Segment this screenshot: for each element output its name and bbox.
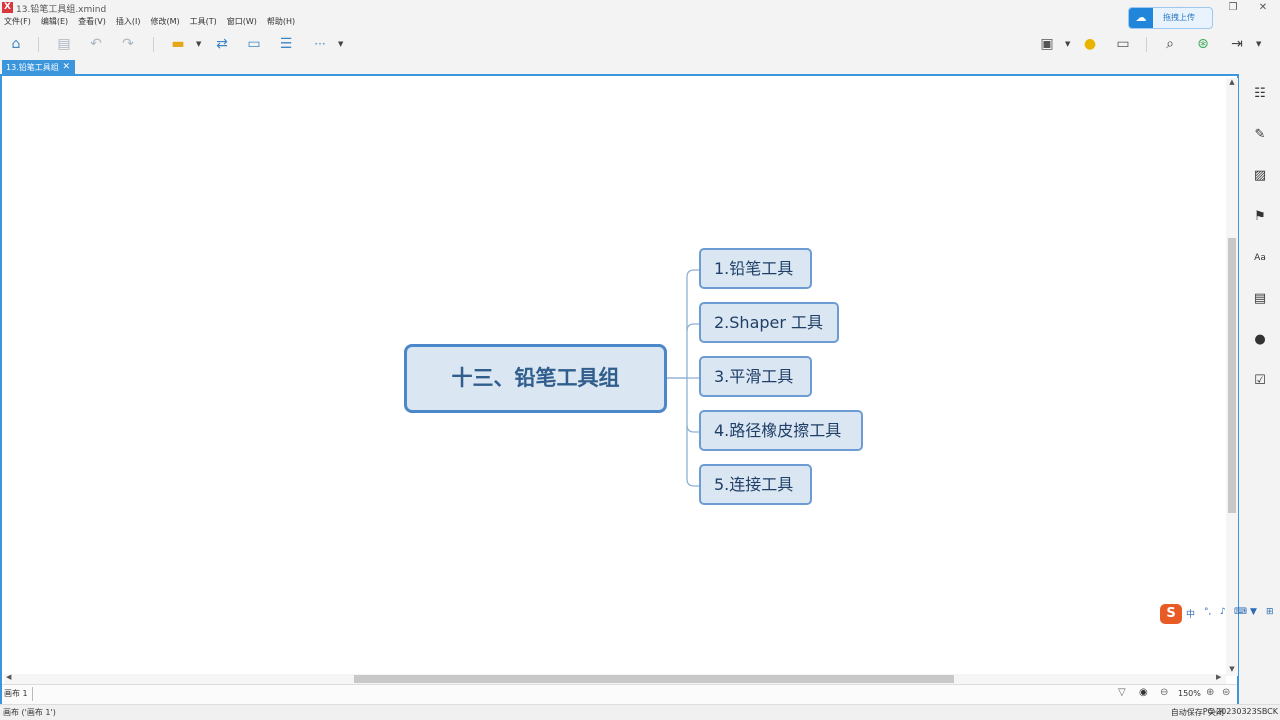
status-sheet: 画布 ('画布 1') xyxy=(3,708,56,717)
scroll-down-icon[interactable]: ▼ xyxy=(1229,665,1235,673)
apps-icon[interactable]: ⊞ xyxy=(1266,607,1274,617)
menu-bar: 文件(F) 编辑(E) 查看(V) 插入(I) 修改(M) 工具(T) 窗口(W… xyxy=(0,15,295,29)
scroll-left-icon[interactable]: ◀ xyxy=(6,673,12,681)
connector-line xyxy=(686,323,700,332)
mindmap-canvas[interactable]: 十三、铅笔工具组 1.铅笔工具 2.Shaper 工具 3.平滑工具 4.路径橡… xyxy=(0,74,1239,704)
chevron-down-icon[interactable]: ▼ xyxy=(1256,40,1262,48)
scroll-up-icon[interactable]: ▲ xyxy=(1229,78,1235,86)
menu-file[interactable]: 文件(F) xyxy=(4,17,31,26)
eye-icon[interactable]: ◉ xyxy=(1139,687,1148,698)
menu-help[interactable]: 帮助(H) xyxy=(266,17,296,26)
zoom-out-icon[interactable]: ⊖ xyxy=(1160,687,1169,698)
marker-icon[interactable]: ⚑ xyxy=(1254,209,1266,224)
brainstorm-icon[interactable]: ● xyxy=(1083,36,1097,52)
chevron-down-icon[interactable]: ▼ xyxy=(1065,40,1071,48)
window-title: 13.铅笔工具组.xmind xyxy=(16,5,107,15)
notes-icon[interactable]: ▤ xyxy=(1253,291,1267,306)
relationship-icon[interactable]: ⇄ xyxy=(216,36,228,52)
menu-tools[interactable]: 工具(T) xyxy=(189,17,217,26)
sogou-logo-icon[interactable]: S xyxy=(1160,604,1182,624)
undo-icon[interactable]: ↶ xyxy=(90,36,102,52)
horizontal-scroll-thumb[interactable] xyxy=(354,675,954,683)
ime-mode[interactable]: 中 xyxy=(1186,610,1196,620)
tab-document[interactable]: 13.铅笔工具组 ✕ xyxy=(2,60,75,75)
ime-punctuation-icon[interactable]: °, xyxy=(1204,607,1212,617)
connector-lines xyxy=(665,269,700,487)
chevron-down-icon[interactable]: ▼ xyxy=(338,40,344,48)
close-window-button[interactable]: ✕ xyxy=(1258,2,1268,13)
title-bar: X 13.铅笔工具组.xmind — ❐ ✕ xyxy=(0,0,1280,15)
vertical-scrollbar[interactable]: ▲ ▼ xyxy=(1226,78,1238,676)
central-topic[interactable]: 十三、铅笔工具组 xyxy=(404,344,667,413)
presentation-icon[interactable]: ▣ xyxy=(1040,36,1054,52)
more-icon[interactable]: ··· xyxy=(314,37,326,51)
toolbar-separator xyxy=(38,37,39,52)
image-icon[interactable]: ▨ xyxy=(1253,168,1267,183)
scroll-right-icon[interactable]: ▶ xyxy=(1216,673,1222,681)
comments-icon[interactable]: ● xyxy=(1254,332,1266,347)
document-tabs: 13.铅笔工具组 ✕ xyxy=(0,60,1280,75)
topic-join-tool[interactable]: 5.连接工具 xyxy=(699,464,812,505)
menu-insert[interactable]: 插入(I) xyxy=(115,17,141,26)
sheet-tab[interactable]: 画布 1 xyxy=(4,689,28,698)
menu-window[interactable]: 窗口(W) xyxy=(226,17,257,26)
format-icon[interactable]: ✎ xyxy=(1254,127,1266,142)
drag-upload-button[interactable]: ☁ 拖拽上传 xyxy=(1128,7,1213,29)
computer-name: PC-20230323SBCK xyxy=(1202,707,1278,716)
status-bar: 画布 ('画布 1') 自动保存: 关闭 PC-20230323SBCK xyxy=(0,704,1280,720)
horizontal-scrollbar[interactable]: ◀ ▶ xyxy=(4,673,1226,684)
connector-line xyxy=(665,269,700,379)
text-style-icon[interactable]: Aa xyxy=(1254,253,1266,263)
menu-view[interactable]: 查看(V) xyxy=(78,17,106,26)
boundary-icon[interactable]: ▭ xyxy=(247,36,261,52)
zoom-menu-icon[interactable]: ⊜ xyxy=(1222,687,1231,698)
outline-icon[interactable]: ☷ xyxy=(1254,86,1266,101)
upload-label: 拖拽上传 xyxy=(1163,13,1195,22)
share-icon[interactable]: ⊛ xyxy=(1197,36,1209,52)
zoom-in-icon[interactable]: ⊕ xyxy=(1206,687,1215,698)
search-icon[interactable]: ⌕ xyxy=(1166,36,1174,52)
microphone-icon[interactable]: ♪ xyxy=(1220,607,1226,617)
toolbar-separator xyxy=(153,37,154,52)
save-icon[interactable]: ▤ xyxy=(57,36,71,52)
gantt-icon[interactable]: ▭ xyxy=(1116,36,1130,52)
toolbar-separator xyxy=(1146,37,1147,52)
keyboard-icon[interactable]: ⌨ xyxy=(1234,607,1247,617)
skin-icon[interactable]: ▼ xyxy=(1250,607,1257,617)
cloud-icon: ☁ xyxy=(1129,8,1153,28)
menu-modify[interactable]: 修改(M) xyxy=(150,17,180,26)
vertical-scroll-thumb[interactable] xyxy=(1228,238,1236,513)
sheet-bar: 画布 1 ▽ ◉ ⊖ 150% ⊕ ⊜ xyxy=(2,684,1237,704)
home-icon[interactable]: ⌂ xyxy=(11,36,21,52)
filter-icon[interactable]: ▽ xyxy=(1118,687,1126,698)
topic-path-eraser-tool[interactable]: 4.路径橡皮擦工具 xyxy=(699,410,863,451)
export-icon[interactable]: ⇥ xyxy=(1231,36,1243,52)
topic-pencil-tool[interactable]: 1.铅笔工具 xyxy=(699,248,812,289)
connector-line xyxy=(686,425,700,487)
chevron-down-icon[interactable]: ▼ xyxy=(196,40,202,48)
menu-edit[interactable]: 编辑(E) xyxy=(40,17,69,26)
task-icon[interactable]: ☑ xyxy=(1254,373,1266,388)
autosave-status[interactable]: 自动保存: 关闭 xyxy=(1170,708,1224,717)
toolbar: ⌂ ▤ ↶ ↷ ▬ ▼ ⇄ ▭ ☰ ··· ▼ ▣ ▼ ● ▭ ⌕ ⊛ ⇥ ▼ xyxy=(0,30,1280,58)
restore-button[interactable]: ❐ xyxy=(1228,2,1238,13)
sheet-divider xyxy=(32,687,33,701)
close-tab-icon[interactable]: ✕ xyxy=(62,62,70,72)
right-sidebar: ☷ ✎ ▨ ⚑ Aa ▤ ● ☑ xyxy=(1240,74,1280,704)
redo-icon[interactable]: ↷ xyxy=(122,36,134,52)
xmind-logo-icon: X xyxy=(2,2,13,13)
ime-toolbar: S 中 °, ♪ ⌨ ▼ ⊞ xyxy=(1160,604,1280,624)
zoom-level: 150% xyxy=(1178,689,1201,698)
tab-label: 13.铅笔工具组 xyxy=(6,63,59,72)
topic-insert-icon[interactable]: ▬ xyxy=(171,36,185,52)
topic-smooth-tool[interactable]: 3.平滑工具 xyxy=(699,356,812,397)
topic-shaper-tool[interactable]: 2.Shaper 工具 xyxy=(699,302,839,343)
summary-icon[interactable]: ☰ xyxy=(279,36,293,52)
